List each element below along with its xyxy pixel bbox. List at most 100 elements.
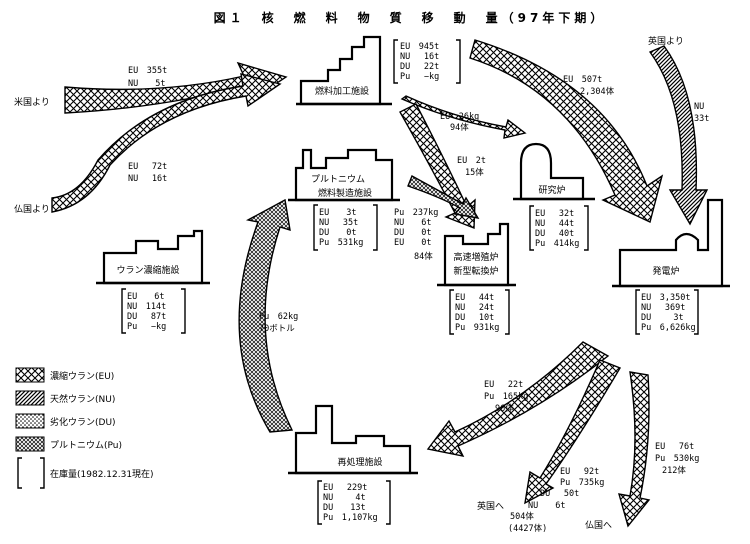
power-inventory: EU 3,350t NU 369t DU 3t Pu 6,626kg	[641, 293, 696, 333]
svg-text:DU 3t: DU 3t	[641, 313, 684, 323]
arrow-power-to-reprocessing	[426, 341, 610, 457]
destination-uk: 英国へ	[477, 500, 504, 512]
svg-text:NU 6t: NU 6t	[528, 501, 565, 511]
arrow-mox-to-fbr	[407, 175, 480, 219]
svg-text:Pu 165kg: Pu 165kg	[484, 392, 528, 402]
arrow-uk-to-power	[648, 45, 709, 226]
arrow-power-to-uk	[524, 359, 622, 505]
research-inventory-bracket	[529, 205, 589, 251]
flow-usa-in: EU 355t NU 5t	[128, 66, 167, 89]
enrichment-building	[102, 229, 204, 285]
svg-text:EU 2t: EU 2t	[457, 156, 486, 166]
svg-text:Pu 531kg: Pu 531kg	[319, 238, 363, 248]
reprocessing-building	[294, 404, 412, 475]
fabrication-inventory-bracket	[393, 39, 461, 84]
enrichment-inventory-bracket	[121, 288, 186, 334]
svg-text:Pu 931kg: Pu 931kg	[455, 323, 499, 333]
svg-text:EU 945t: EU 945t	[400, 42, 439, 52]
svg-text:EU 3t: EU 3t	[319, 208, 356, 218]
svg-text:212体: 212体	[662, 465, 686, 476]
flow-uk-in: NU 33t	[694, 102, 709, 124]
flow-reprocessing-to-mox: Pu 62kg 70ボトル	[259, 312, 298, 334]
svg-text:DU 22t: DU 22t	[400, 62, 439, 72]
svg-text:EU 44t: EU 44t	[455, 293, 494, 303]
mox-inventory: EU 3t NU 35t DU 0t Pu 531kg	[319, 208, 363, 248]
svg-text:DU 87t: DU 87t	[127, 312, 166, 322]
svg-text:NU: NU	[694, 102, 704, 112]
flow-to-uk: EU 92t Pu 735kg DU 50t NU 6t 504体 (4427体…	[508, 467, 604, 534]
svg-text:DU 0t: DU 0t	[319, 228, 356, 238]
fabrication-building	[299, 35, 382, 106]
svg-text:NU 24t: NU 24t	[455, 303, 494, 313]
legend: 濃縮ウラン(EU) 天然ウラン(NU) 劣化ウラン(DU) プルトニウム(Pu)…	[15, 367, 154, 489]
svg-text:EU 6t: EU 6t	[127, 292, 164, 302]
origin-uk: 英国より	[648, 35, 684, 47]
power-reactor-building	[618, 198, 724, 288]
arrow-fabrication-to-research	[400, 95, 527, 139]
legend-swatch-eu	[15, 367, 45, 383]
svg-text:2,304体: 2,304体	[580, 86, 615, 97]
legend-swatch-nu	[15, 390, 45, 406]
svg-text:EU 72t: EU 72t	[128, 162, 167, 172]
diagram-title: 図１ 核 燃 料 物 質 移 動 量（97年下期）	[214, 10, 607, 25]
origin-france: 仏国より	[14, 204, 50, 215]
arrow-reprocessing-to-mox	[238, 198, 294, 433]
legend-bracket-symbol	[17, 457, 45, 489]
arrow-fabrication-to-power	[469, 39, 664, 223]
svg-text:EU 229t: EU 229t	[323, 483, 367, 493]
mox-label-line1: プルトニウム	[311, 174, 365, 185]
svg-text:NU 114t: NU 114t	[127, 302, 166, 312]
research-reactor-building	[519, 142, 585, 201]
legend-note: 在庫量(1982.12.31現在)	[50, 468, 154, 480]
legend-label-nu: 天然ウラン(NU)	[50, 393, 115, 405]
flow-fabrication-to-fbr: EU 2t 15体	[457, 156, 486, 178]
fbr-inventory: EU 44t NU 24t DU 10t Pu 931kg	[455, 293, 499, 333]
svg-text:NU 44t: NU 44t	[535, 219, 574, 229]
svg-text:Pu −kg: Pu −kg	[127, 322, 166, 332]
svg-text:Pu −kg: Pu −kg	[400, 72, 439, 82]
svg-text:Pu 735kg: Pu 735kg	[560, 478, 604, 488]
legend-label-du: 劣化ウラン(DU)	[50, 416, 116, 428]
svg-text:70ボトル: 70ボトル	[259, 324, 295, 334]
svg-text:EU 3,350t: EU 3,350t	[641, 293, 690, 303]
svg-text:NU 5t: NU 5t	[128, 79, 165, 89]
svg-text:DU 0t: DU 0t	[394, 228, 431, 238]
svg-text:EU 0t: EU 0t	[394, 238, 431, 248]
arrow-power-to-france	[618, 371, 651, 528]
fbr-building	[443, 222, 510, 287]
svg-text:EU 22t: EU 22t	[484, 380, 523, 390]
mox-label-line2: 燃料製造施設	[318, 187, 372, 199]
power-label: 発電炉	[652, 265, 679, 277]
svg-text:NU 369t: NU 369t	[641, 303, 685, 313]
legend-swatch-pu	[15, 436, 45, 452]
reprocessing-inventory: EU 229t NU 4t DU 13t Pu 1,107kg	[323, 483, 378, 523]
flow-mox-to-fbr: Pu 237kg NU 6t DU 0t EU 0t 84体	[394, 208, 438, 262]
flow-to-france: EU 76t Pu 530kg 212体	[655, 442, 699, 476]
mox-inventory-bracket	[313, 204, 378, 251]
fbr-label-line2: 新型転換炉	[453, 265, 498, 277]
svg-text:Pu 530kg: Pu 530kg	[655, 454, 699, 464]
svg-text:15体: 15体	[465, 167, 484, 178]
legend-label-eu: 濃縮ウラン(EU)	[50, 370, 114, 382]
svg-text:94体: 94体	[450, 122, 469, 133]
svg-text:NU 6t: NU 6t	[394, 218, 431, 228]
arrow-france-to-fabrication	[51, 73, 282, 213]
svg-text:NU 35t: NU 35t	[319, 218, 358, 228]
destination-france: 仏国へ	[585, 520, 612, 531]
svg-text:Pu 414kg: Pu 414kg	[535, 239, 579, 249]
flow-france-in: EU 72t NU 16t	[128, 162, 167, 184]
enrichment-label: ウラン濃縮施設	[116, 264, 179, 276]
flow-fabrication-to-research: EU 26kg 94体	[440, 112, 479, 133]
svg-text:Pu 62kg: Pu 62kg	[259, 312, 298, 322]
svg-text:DU 13t: DU 13t	[323, 503, 366, 513]
svg-text:EU 32t: EU 32t	[535, 209, 574, 219]
svg-text:EU 507t: EU 507t	[563, 75, 602, 85]
svg-text:96体: 96体	[495, 403, 514, 414]
research-inventory: EU 32t NU 44t DU 40t Pu 414kg	[535, 209, 579, 249]
svg-text:Pu 237kg: Pu 237kg	[394, 208, 438, 218]
origin-usa: 米国より	[14, 96, 50, 108]
research-label: 研究炉	[538, 184, 565, 196]
flow-fabrication-to-power: EU 507t 2,304体	[563, 75, 615, 97]
